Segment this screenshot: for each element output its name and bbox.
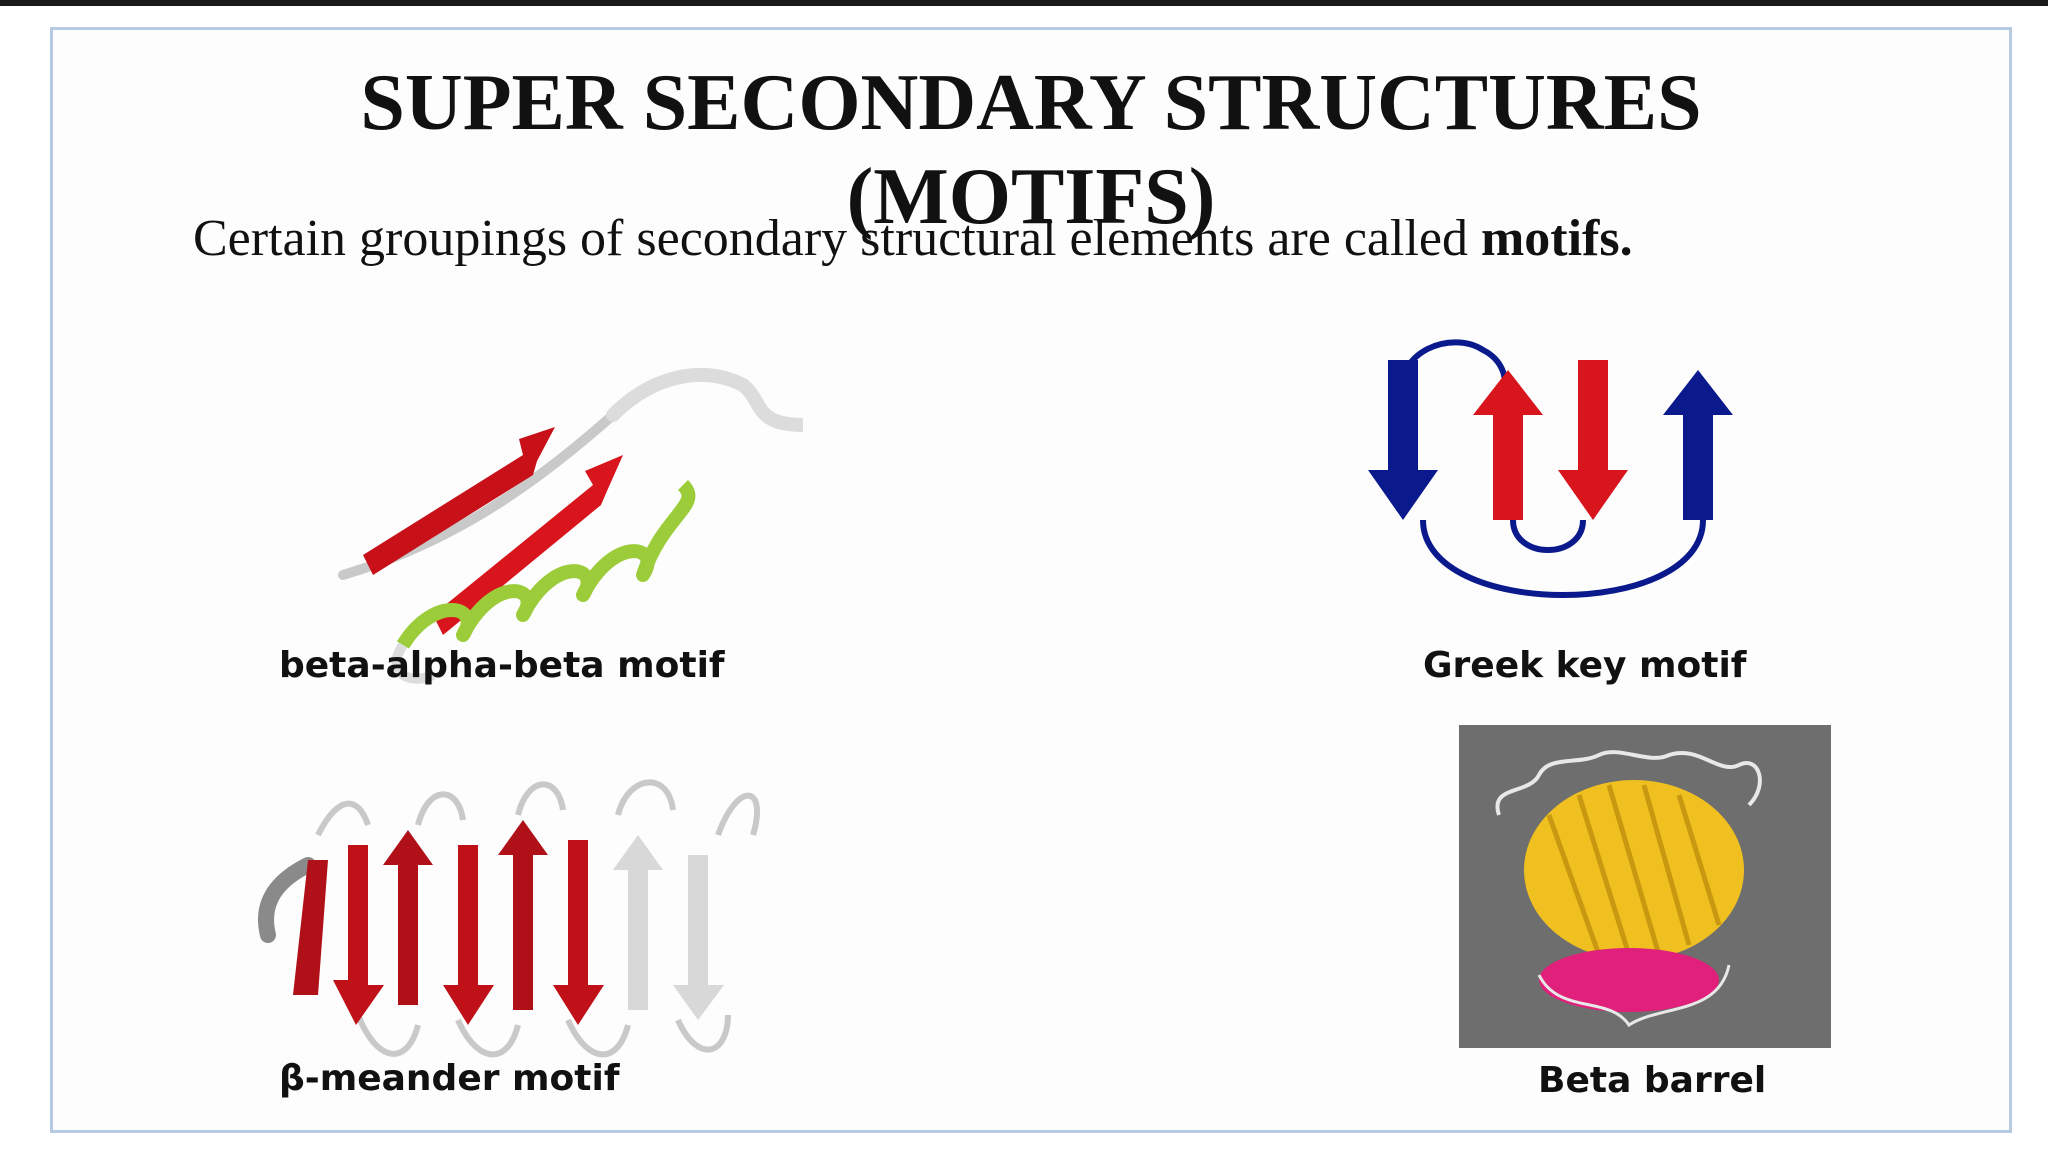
title-line-2: (MOTIFS) — [846, 153, 1216, 241]
slide-title: SUPER SECONDARY STRUCTURES (MOTIFS) — [53, 56, 2009, 244]
slide: SUPER SECONDARY STRUCTURES (MOTIFS) Cert… — [50, 27, 2012, 1133]
beta-alpha-beta-figure — [338, 368, 803, 684]
title-line-1: SUPER SECONDARY STRUCTURES — [360, 59, 1702, 147]
bab-caption: beta-alpha-beta motif — [279, 645, 725, 686]
beta-barrel-figure — [1459, 725, 1831, 1048]
barrel-caption: Beta barrel — [1538, 1060, 1767, 1101]
intro-bold: motifs. — [1480, 210, 1633, 267]
intro-paragraph: Certain groupings of secondary structura… — [193, 208, 1793, 270]
meander-caption: β-meander motif — [279, 1058, 620, 1099]
top-bar — [0, 0, 2048, 6]
greek-key-figure — [1368, 339, 1733, 598]
beta-meander-figure — [258, 779, 761, 1058]
intro-text: Certain groupings of secondary structura… — [193, 210, 1481, 267]
greek-key-caption: Greek key motif — [1423, 645, 1747, 686]
